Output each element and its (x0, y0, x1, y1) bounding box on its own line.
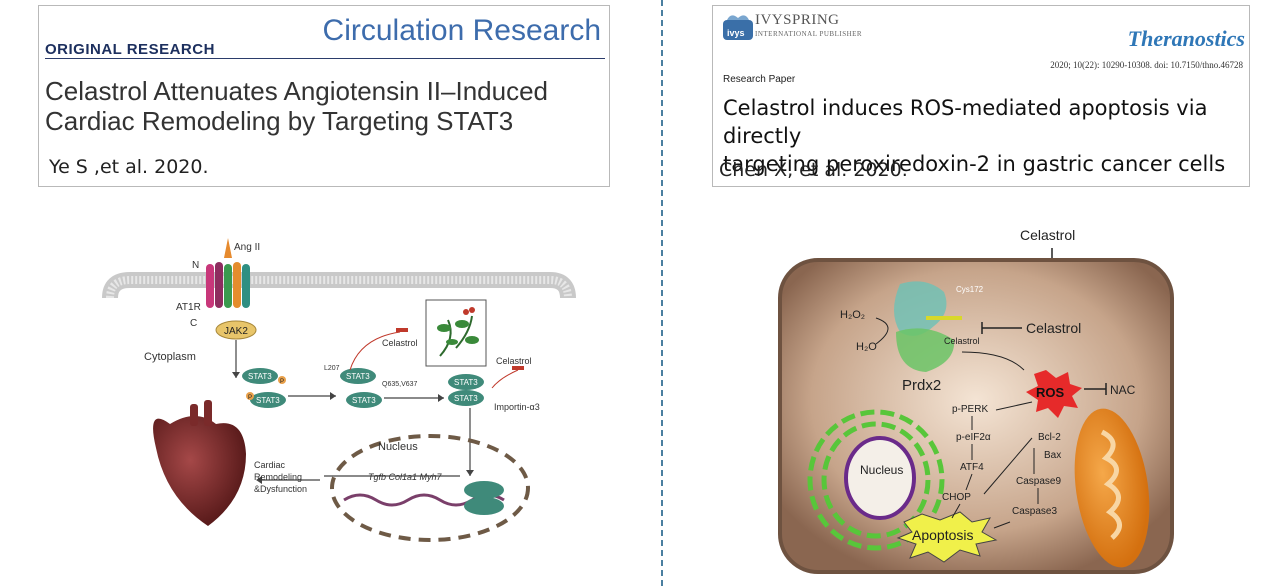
celastrol-top-label: Celastrol (1020, 227, 1075, 243)
apoptosis-label: Apoptosis (912, 527, 973, 543)
header-rule (45, 58, 605, 59)
prdx2-structure (894, 281, 962, 372)
ros-burst (1026, 370, 1082, 418)
title-line-2: targeting peroxiredoxin-2 in gastric can… (723, 152, 1226, 176)
journal-name: Circulation Research (322, 14, 601, 47)
nucleus-label: Nucleus (378, 441, 418, 453)
title-line-1: Celastrol induces ROS-mediated apoptosis… (723, 96, 1208, 148)
nucleus-label: Nucleus (860, 463, 903, 477)
outcome-line-3: &Dysfunction (254, 484, 307, 494)
stat3-label-1: STAT3 (248, 372, 272, 381)
ivyspring-logo-icon: ivys (723, 15, 753, 40)
atf4-label: ATF4 (960, 462, 984, 473)
er-membranes (807, 409, 945, 551)
bcl2-label: Bcl-2 (1038, 432, 1061, 443)
stat3-label-3: STAT3 (346, 372, 370, 381)
citation: Chen X, et al. 2020. (719, 159, 908, 181)
stat3-label-5: STAT3 (454, 378, 478, 387)
celastrol-plant-inset (425, 299, 487, 367)
ang-ii-label: Ang II (234, 242, 260, 253)
ros-apoptosis-figure: Celastrol Cys172 H₂O₂ H₂O Celastrol Cela… (778, 227, 1174, 574)
prdx2-label: Prdx2 (902, 377, 941, 394)
page-divider (661, 0, 663, 586)
caspase9-label: Caspase9 (1016, 476, 1061, 487)
svg-text:ivys: ivys (727, 28, 745, 38)
outcome-line-2: Remodeling (254, 472, 302, 482)
nac-label: NAC (1110, 383, 1136, 397)
cytoplasm-label: Cytoplasm (144, 351, 196, 363)
pathway-arrows (235, 340, 471, 477)
at1r-label: AT1R (176, 302, 201, 313)
heart-illustration (153, 400, 246, 526)
l207-label: L207 (324, 365, 340, 372)
stat3-pathway-figure: Ang II N AT1R C JAK2 Cytoplasm Celastrol… (102, 238, 576, 542)
right-paper-header: ivys IVYSPRING INTERNATIONAL PUBLISHER T… (712, 5, 1250, 187)
h2o2-label: H₂O₂ (840, 309, 865, 321)
ros-label: ROS (1036, 385, 1065, 400)
nucleus-envelope (330, 434, 530, 542)
gene-label: Tgfb Col1a1 Myh7 (368, 472, 443, 482)
title-line-2: Cardiac Remodeling by Targeting STAT3 (45, 106, 514, 136)
peif2a-label: p-eIF2α (956, 432, 991, 443)
publisher-subtitle: INTERNATIONAL PUBLISHER (755, 30, 863, 38)
jak2-node (215, 320, 257, 340)
title-line-1: Celastrol Attenuates Angiotensin II–Indu… (45, 76, 549, 106)
celastrol-label-1: Celastrol (382, 338, 418, 348)
stat3-label-6: STAT3 (454, 394, 478, 403)
celastrol-label-2: Celastrol (496, 356, 532, 366)
p-label-1: P (280, 379, 284, 385)
citation: Ye S ,et al. 2020. (49, 156, 209, 178)
paper-type: Research Paper (723, 74, 796, 85)
celastrol-bound-label: Celastrol (944, 336, 980, 346)
cell-membrane (102, 272, 576, 299)
apoptosis-burst (896, 511, 998, 563)
celastrol-mid-label: Celastrol (1026, 320, 1081, 336)
journal-name: Theranostics (1127, 26, 1245, 51)
p-label-2: P (248, 395, 252, 401)
journal-reference: 2020; 10(22): 10290-10308. doi: 10.7150/… (1050, 60, 1243, 70)
stat3-label-4: STAT3 (352, 396, 376, 405)
stat3-label-2: STAT3 (256, 396, 280, 405)
outcome-line-1: Cardiac (254, 460, 286, 470)
at1r-receptor (206, 238, 250, 308)
stat3-monomers (242, 368, 484, 408)
pperk-label: p-PERK (952, 404, 988, 415)
nucleus-shape (844, 436, 916, 520)
publisher-name: IVYSPRING (755, 12, 840, 28)
section-label: ORIGINAL RESEARCH (45, 41, 215, 58)
chop-label: CHOP (942, 492, 971, 503)
paper-title: Celastrol Attenuates Angiotensin II–Indu… (45, 76, 548, 136)
bax-label: Bax (1044, 450, 1061, 461)
c-label: C (190, 318, 197, 329)
q635-label: Q635,V637 (382, 381, 418, 388)
cys172-label: Cys172 (956, 285, 984, 294)
importin-label: Importin-α3 (494, 402, 540, 412)
jak2-label: JAK2 (224, 326, 248, 337)
h2o-label: H₂O (856, 341, 877, 353)
n-label: N (192, 260, 199, 271)
caspase3-label: Caspase3 (1012, 506, 1057, 517)
left-paper-header: Circulation Research ORIGINAL RESEARCH C… (38, 5, 610, 187)
paper-title: Celastrol induces ROS-mediated apoptosis… (723, 94, 1249, 178)
